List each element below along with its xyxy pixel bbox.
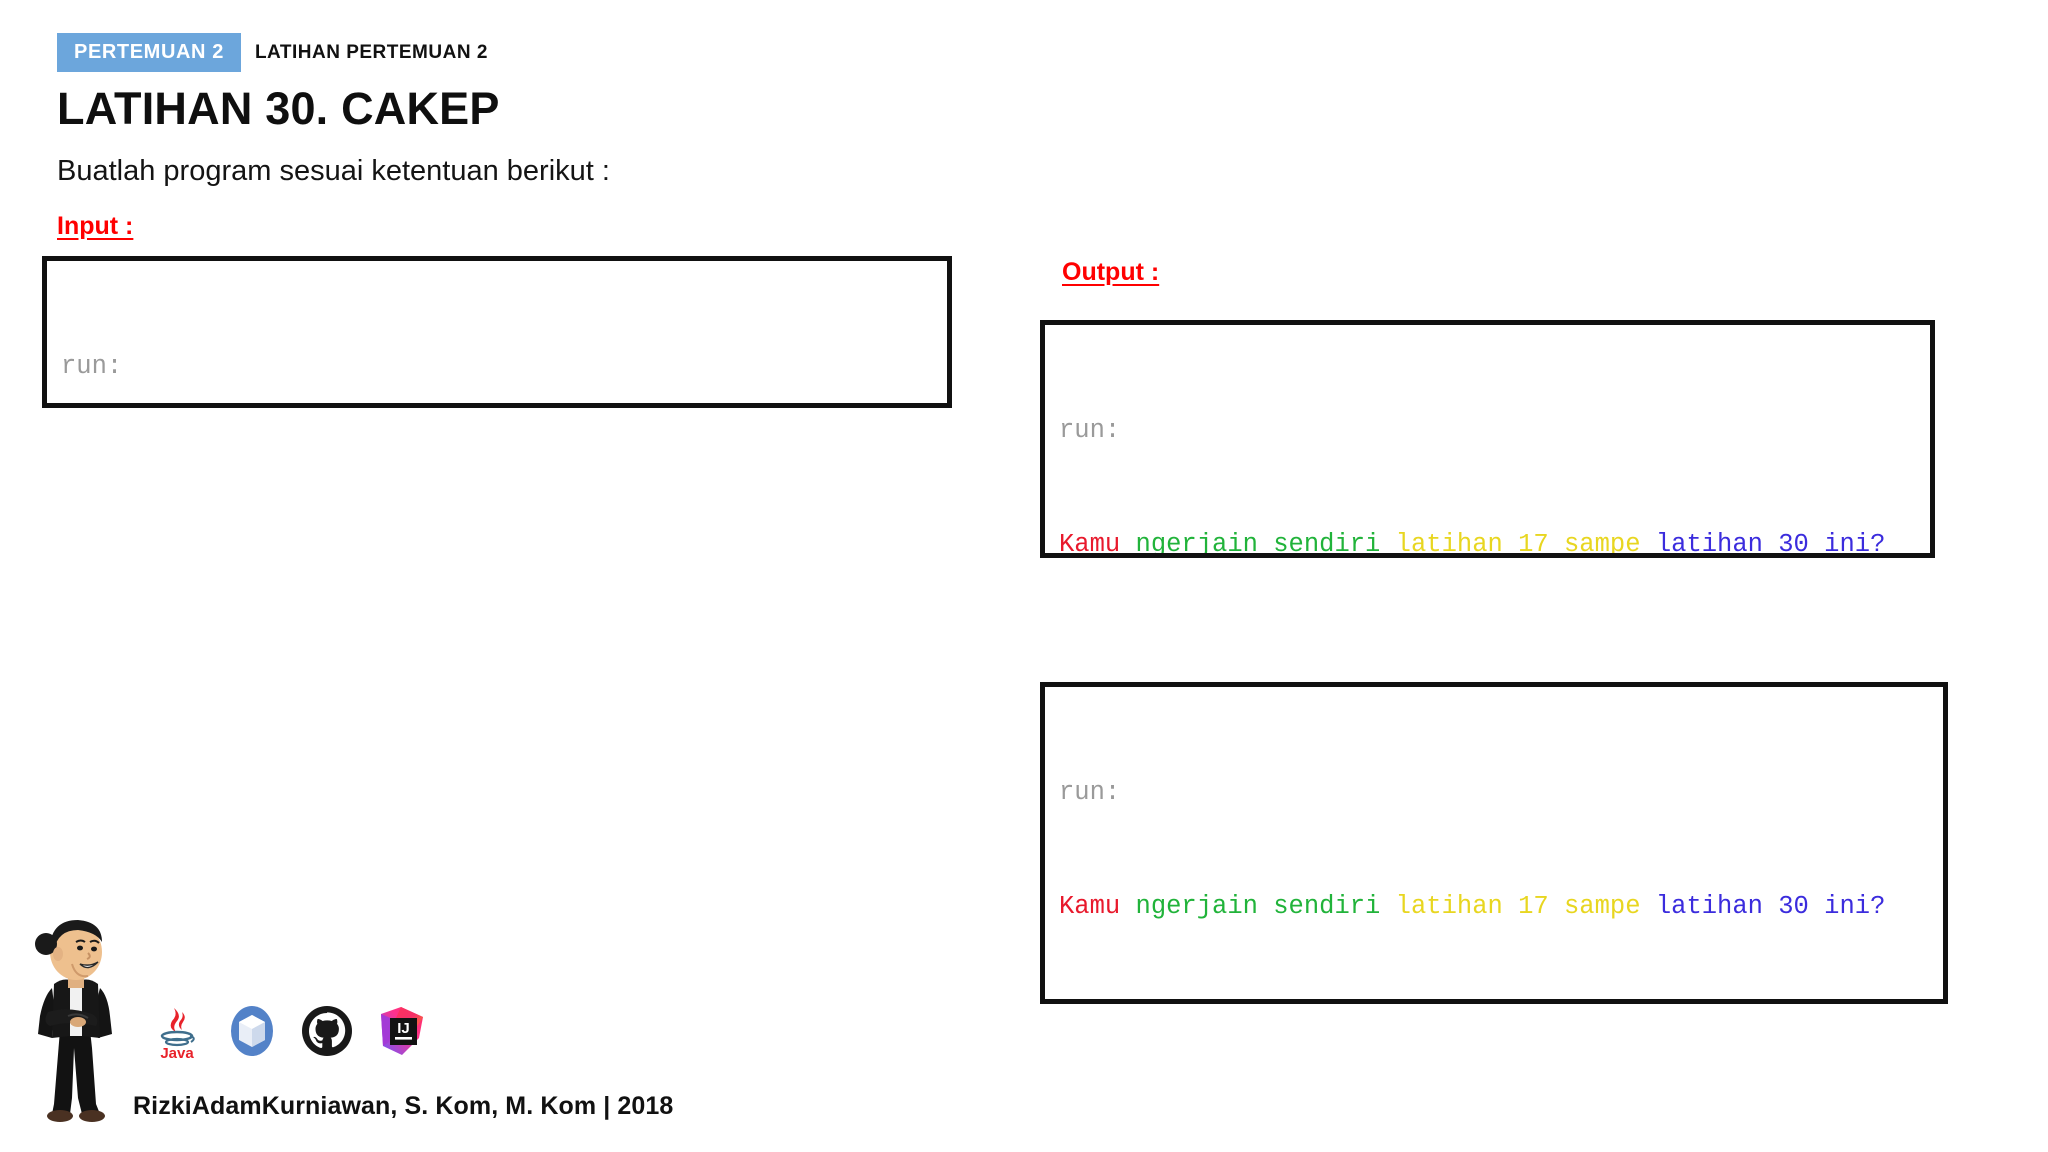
status-badge: PERTEMUAN 2 bbox=[57, 33, 241, 72]
svg-text:Java: Java bbox=[160, 1045, 194, 1060]
console-line-run: run: bbox=[1059, 774, 1929, 812]
console-line-run: run: bbox=[1059, 412, 1916, 450]
svg-text:IJ: IJ bbox=[397, 1020, 410, 1037]
run-label: run: bbox=[1059, 778, 1121, 807]
console-output-block-1: run: Kamu ngerjain sendiri latihan 17 sa… bbox=[1040, 320, 1935, 558]
avatar bbox=[8, 908, 134, 1123]
page-title: LATIHAN 30. CAKEP bbox=[57, 83, 500, 134]
console-line-jawab: Jawab (Yoi/Enggak) : ENGGAK bbox=[1059, 1002, 1929, 1004]
java-logo-icon: Java bbox=[150, 1002, 204, 1062]
console-output-block-2: run: Kamu ngerjain sendiri latihan 17 sa… bbox=[1040, 682, 1948, 1004]
section-label-input: Input : bbox=[57, 212, 134, 240]
author-byline: RizkiAdamKurniawan, S. Kom, M. Kom | 201… bbox=[133, 1092, 674, 1120]
token-kamu: Kamu bbox=[1059, 530, 1121, 558]
tech-logo-row: Java bbox=[150, 1002, 429, 1062]
page-subtitle: Buatlah program sesuai ketentuan berikut… bbox=[57, 155, 610, 187]
github-logo-icon bbox=[300, 1002, 354, 1060]
section-label-output: Output : bbox=[1062, 258, 1160, 286]
token-latihan30: latihan 30 ini? bbox=[1640, 530, 1886, 558]
breadcrumb: PERTEMUAN 2 LATIHAN PERTEMUAN 2 bbox=[57, 33, 488, 72]
token-latihan17: latihan 17 sampe bbox=[1380, 530, 1641, 558]
console-input-block: run: Kamu ngerjain sendiri latihan 17 sa… bbox=[42, 256, 952, 408]
run-label: run: bbox=[1059, 416, 1121, 445]
intellij-idea-logo-icon: IJ bbox=[375, 1002, 429, 1060]
token-latihan30: latihan 30 ini? bbox=[1640, 892, 1886, 921]
console-line-prompt: Kamu ngerjain sendiri latihan 17 sampe l… bbox=[1059, 888, 1929, 926]
console-line-prompt: Kamu ngerjain sendiri latihan 17 sampe l… bbox=[1059, 526, 1916, 558]
token-ngerjain: ngerjain sendiri bbox=[1120, 530, 1381, 558]
token-ngerjain: ngerjain sendiri bbox=[1120, 892, 1381, 921]
breadcrumb-label: LATIHAN PERTEMUAN 2 bbox=[254, 41, 488, 63]
token-latihan17: latihan 17 sampe bbox=[1380, 892, 1641, 921]
netbeans-logo-icon bbox=[225, 1002, 279, 1060]
console-line-run: run: bbox=[61, 348, 933, 386]
token-kamu: Kamu bbox=[1059, 892, 1121, 921]
run-label: run: bbox=[61, 352, 123, 381]
